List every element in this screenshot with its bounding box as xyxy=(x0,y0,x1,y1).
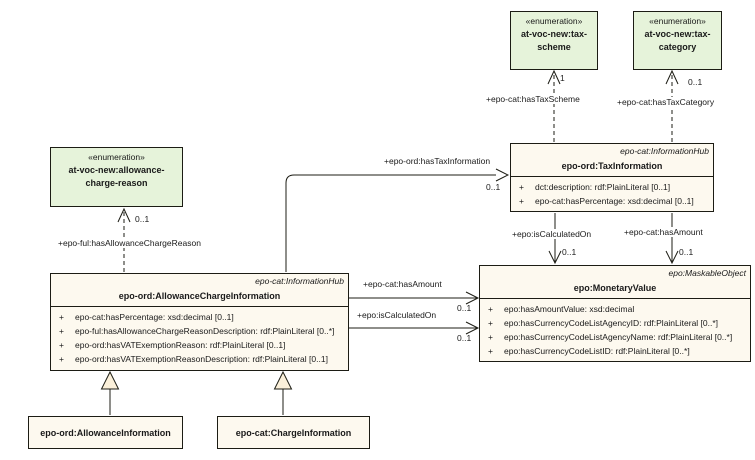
attribute-row: +dct:description: rdf:PlainLiteral [0..1… xyxy=(519,182,671,192)
class-box-tax-information[interactable]: epo-cat:InformationHub epo-ord:TaxInform… xyxy=(510,143,714,212)
association-label-allowance-is-calculated-on: +epo:isCalculatedOn xyxy=(356,310,438,320)
class-name: epo-cat:ChargeInformation xyxy=(235,427,352,438)
class-box-allowance-charge-information[interactable]: epo-cat:InformationHub epo-ord:Allowance… xyxy=(50,273,349,371)
generalization-charge-information xyxy=(273,370,293,415)
class-name: epo-ord:AllowanceInformation xyxy=(40,427,171,438)
association-label-has-tax-information: +epo-ord:hasTaxInformation xyxy=(383,156,492,166)
generalization-allowance-information xyxy=(100,370,120,415)
attribute-row: +epo:hasAmountValue: xsd:decimal xyxy=(488,304,635,314)
attribute-row: +epo-ord:hasVATExemptionReason: rdf:Plai… xyxy=(59,340,286,350)
multiplicity-has-tax-scheme: 1 xyxy=(560,73,565,83)
multiplicity-has-tax-information: 0..1 xyxy=(486,182,501,192)
class-name: at-voc-new:tax-category xyxy=(644,29,711,52)
dependency-has-tax-scheme xyxy=(547,69,561,142)
association-label-allowance-has-amount: +epo-cat:hasAmount xyxy=(362,279,443,289)
attribute-row: +epo-cat:hasPercentage: xsd:decimal [0..… xyxy=(519,196,694,206)
stereotype-label: «enumeration» xyxy=(88,152,145,162)
multiplicity-tax-has-amount: 0..1 xyxy=(679,247,694,257)
class-box-allowance-information[interactable]: epo-ord:AllowanceInformation xyxy=(28,416,183,449)
stereotype-label: «enumeration» xyxy=(525,16,583,26)
association-label-has-tax-scheme: +epo-cat:hasTaxScheme xyxy=(485,94,581,104)
multiplicity-allowance-is-calculated-on: 0..1 xyxy=(457,333,472,343)
attribute-row: +epo-ord:hasVATExemptionReasonDescriptio… xyxy=(59,354,328,364)
class-header: epo-cat:InformationHub epo-ord:Allowance… xyxy=(51,274,348,307)
attribute-row: +epo-ful:hasAllowanceChargeReasonDescrip… xyxy=(59,326,335,336)
attribute-list: +dct:description: rdf:PlainLiteral [0..1… xyxy=(511,177,713,208)
class-name: at-voc-new:tax-scheme xyxy=(520,29,587,52)
multiplicity-tax-is-calculated-on: 0..1 xyxy=(562,247,577,257)
multiplicity-has-tax-category: 0..1 xyxy=(688,77,703,87)
class-name: at-voc-new:allowance-charge-reason xyxy=(68,165,165,188)
class-name: epo-ord:TaxInformation xyxy=(561,161,663,171)
stereotype-label: «enumeration» xyxy=(649,16,706,26)
class-box-tax-scheme[interactable]: «enumeration» at-voc-new:tax-scheme xyxy=(510,11,598,70)
class-header: epo:MaskableObject epo:MonetaryValue xyxy=(480,266,750,299)
multiplicity-has-allowance-charge-reason: 0..1 xyxy=(135,214,150,224)
association-tax-has-amount xyxy=(665,213,679,265)
stereotype-label: epo-cat:InformationHub xyxy=(255,276,344,286)
stereotype-label: epo-cat:InformationHub xyxy=(620,146,709,156)
association-label-has-tax-category: +epo-cat:hasTaxCategory xyxy=(616,97,716,107)
attribute-row: +epo:hasCurrencyCodeListAgencyName: rdf:… xyxy=(488,332,733,342)
attribute-row: +epo:hasCurrencyCodeListAgencyID: rdf:Pl… xyxy=(488,318,719,328)
class-box-monetary-value[interactable]: epo:MaskableObject epo:MonetaryValue +ep… xyxy=(479,265,751,362)
class-header: epo-cat:InformationHub epo-ord:TaxInform… xyxy=(511,144,713,177)
attribute-list: +epo:hasAmountValue: xsd:decimal +epo:has… xyxy=(480,299,750,358)
class-box-allowance-charge-reason[interactable]: «enumeration» at-voc-new:allowance-charg… xyxy=(50,147,183,207)
multiplicity-allowance-has-amount: 0..1 xyxy=(457,303,472,313)
attribute-list: +epo-cat:hasPercentage: xsd:decimal [0..… xyxy=(51,307,348,366)
class-box-tax-category[interactable]: «enumeration» at-voc-new:tax-category xyxy=(633,11,722,70)
association-label-has-allowance-charge-reason: +epo-ful:hasAllowanceChargeReason xyxy=(57,238,202,248)
association-label-tax-is-calculated-on: +epo:isCalculatedOn xyxy=(511,229,593,239)
class-name: epo:MonetaryValue xyxy=(573,283,657,293)
attribute-row: +epo-cat:hasPercentage: xsd:decimal [0..… xyxy=(59,312,234,322)
class-box-charge-information[interactable]: epo-cat:ChargeInformation xyxy=(217,416,370,449)
class-name: epo-ord:AllowanceChargeInformation xyxy=(118,291,281,301)
association-has-tax-information xyxy=(285,168,510,272)
attribute-row: +epo:hasCurrencyCodeListID: rdf:PlainLit… xyxy=(488,346,690,356)
association-label-tax-has-amount: +epo-cat:hasAmount xyxy=(623,227,704,237)
stereotype-label: epo:MaskableObject xyxy=(668,268,747,278)
